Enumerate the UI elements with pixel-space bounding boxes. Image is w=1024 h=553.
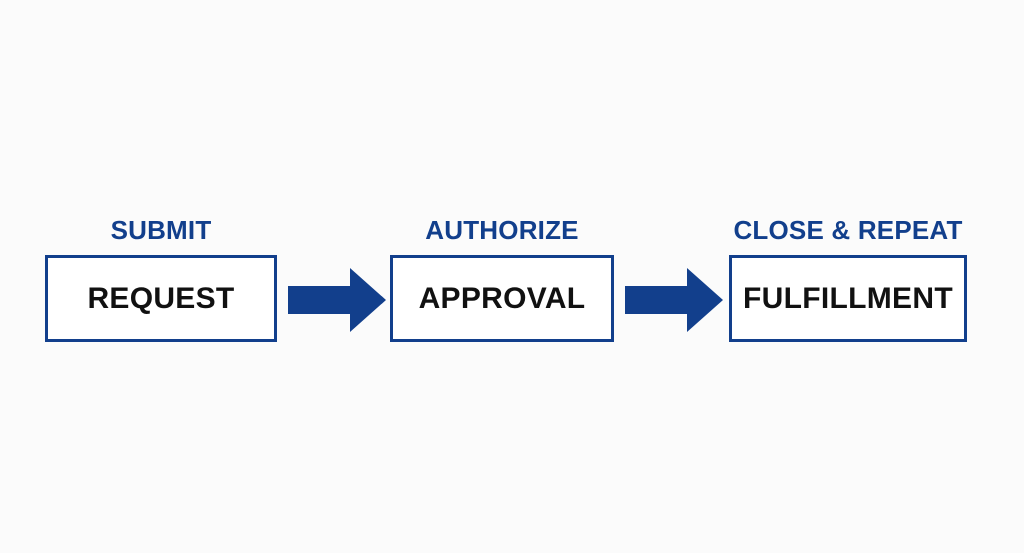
stage-label-close-repeat: CLOSE & REPEAT: [733, 215, 963, 245]
step-box-approval: APPROVAL: [390, 255, 614, 342]
step-label-approval: APPROVAL: [418, 281, 586, 315]
right-arrow-icon: [288, 268, 386, 332]
step-box-request: REQUEST: [45, 255, 277, 342]
stage-label-authorize: AUTHORIZE: [425, 215, 579, 245]
step-label-request: REQUEST: [87, 281, 235, 315]
step-label-fulfillment: FULFILLMENT: [743, 281, 953, 315]
stage-label-submit: SUBMIT: [110, 215, 212, 245]
step-box-fulfillment: FULFILLMENT: [729, 255, 967, 342]
right-arrow-icon: [625, 268, 723, 332]
